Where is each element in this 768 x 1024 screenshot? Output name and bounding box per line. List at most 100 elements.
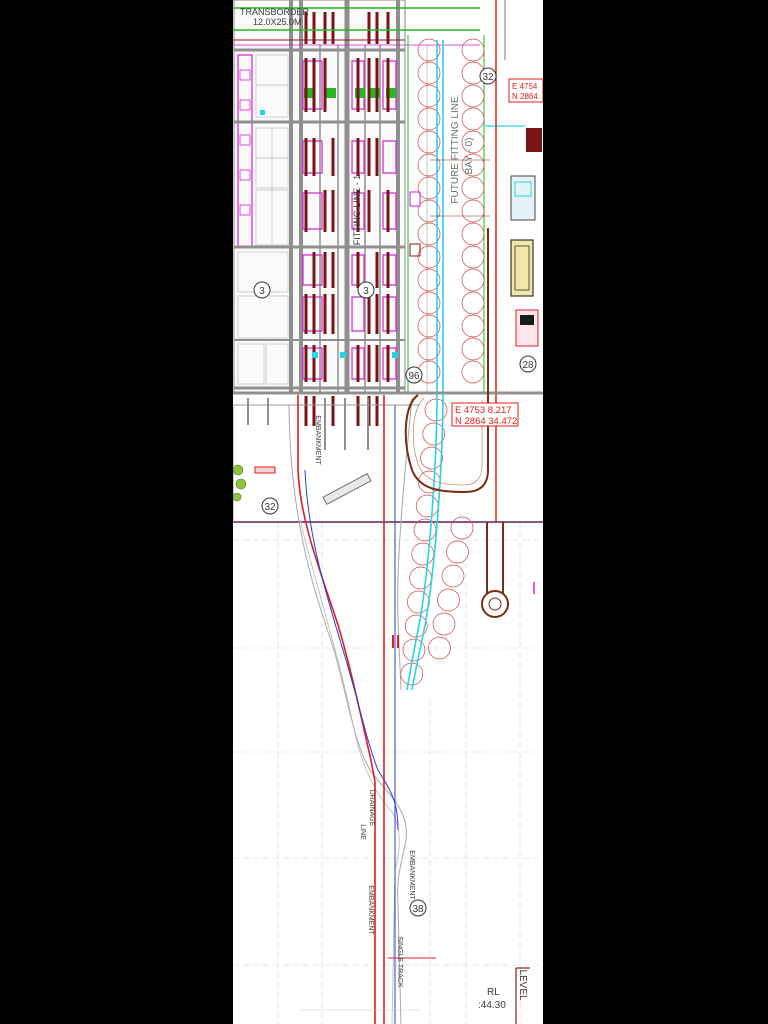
- callout-number: 3: [259, 286, 265, 297]
- embankment-edge-right: [397, 397, 413, 691]
- transborder-size-label: 12.0X25.0M: [253, 17, 302, 27]
- pit-mark: [375, 252, 379, 288]
- tree-canopy: [461, 176, 485, 200]
- callout[interactable]: 32: [261, 497, 279, 515]
- tree-canopy: [428, 636, 451, 660]
- structural-grid: [234, 0, 405, 393]
- embankment-label: EMBANKMENT: [367, 885, 374, 935]
- tree-canopy: [420, 446, 443, 470]
- panel-inner: [520, 315, 534, 325]
- bay-highlight: [304, 88, 314, 98]
- strip-cell: [239, 134, 251, 146]
- turning-circle: [481, 590, 509, 618]
- building-box-inner: [514, 181, 532, 197]
- pit-mark: [356, 138, 360, 176]
- callout-number: 32: [264, 502, 276, 513]
- substation-block: [526, 128, 542, 152]
- fitting-line-1-label: FITTING LINE - 1: [352, 175, 362, 246]
- pit-mark: [375, 396, 379, 426]
- bay-frame: [302, 192, 323, 230]
- shrub: [233, 464, 244, 476]
- pit-mark: [356, 396, 360, 426]
- service-road: [404, 228, 535, 1024]
- pit-mark: [367, 138, 371, 176]
- yard-area: [233, 391, 543, 523]
- pit-mark: [386, 12, 390, 44]
- fitting-line-cyan-outer: [406, 392, 438, 691]
- equipment-box: [409, 243, 421, 257]
- pit-mark: [375, 345, 379, 382]
- drawing-sheet[interactable]: TRANSBORDER 12.0X25.0M FITTING LINE - 1 …: [233, 0, 543, 1024]
- callout[interactable]: 3: [253, 281, 271, 299]
- tree-canopy: [461, 130, 485, 154]
- left-rooms: [237, 54, 289, 385]
- callout-circle: [519, 355, 537, 373]
- service-mark: [260, 110, 265, 115]
- pit-mark: [386, 190, 390, 232]
- service-marks: [260, 110, 398, 358]
- future-fitting-line-label: FUTURE FITTING LINE: [450, 96, 461, 204]
- drainage-line-label: LINE: [359, 824, 366, 840]
- main-track-red: [297, 395, 376, 1024]
- tree-canopy: [417, 107, 441, 131]
- pit-mark: [356, 58, 360, 112]
- strip-cell: [239, 69, 251, 81]
- tree-canopy: [417, 268, 441, 292]
- shrub: [233, 492, 242, 502]
- callout-number: 32: [482, 72, 494, 83]
- tree-canopy: [437, 588, 460, 612]
- pit-mark: [367, 190, 371, 232]
- turning-circle-island: [488, 597, 502, 611]
- pit-mark: [323, 252, 327, 288]
- pit-mark: [323, 12, 327, 44]
- callout[interactable]: 96: [405, 366, 423, 384]
- service-mark: [392, 352, 398, 358]
- bay-frame: [351, 296, 365, 332]
- pit-mark: [312, 12, 316, 44]
- left-strip-cells: [239, 69, 251, 216]
- bay-highlight: [370, 88, 380, 98]
- tree-canopy: [450, 516, 474, 540]
- parked-wagon: [322, 473, 372, 505]
- strip-cell: [239, 204, 251, 216]
- tree-canopy: [461, 84, 485, 108]
- shrub: [235, 478, 247, 490]
- pit-mark: [356, 252, 360, 288]
- callout[interactable]: 3: [357, 281, 375, 299]
- callout[interactable]: 32: [479, 67, 497, 85]
- callout[interactable]: 28: [519, 355, 537, 373]
- pit-mark: [312, 294, 316, 334]
- tree-canopy: [417, 291, 441, 315]
- tree-canopy: [461, 107, 485, 131]
- service-mark: [312, 352, 318, 358]
- tree-canopy: [415, 494, 439, 518]
- rl-label: RL: [487, 987, 500, 998]
- pit-mark: [331, 252, 335, 288]
- bay-label: BAY - 0): [464, 138, 475, 175]
- callout-circle: [409, 899, 427, 917]
- tree-canopy: [461, 360, 485, 384]
- shrubs: [233, 464, 247, 502]
- transborder-label: TRANSBORDER: [240, 7, 310, 17]
- bay-highlight: [355, 88, 365, 98]
- strip-cell: [239, 169, 251, 181]
- bay-highlight: [386, 88, 396, 98]
- pit-mark: [331, 294, 335, 334]
- alignment-labels: EMBANKMENT DRAINAGE LINE EMBANKMENT EMBA…: [314, 415, 415, 988]
- callout[interactable]: 38: [409, 899, 427, 917]
- bay-highlight: [326, 88, 336, 98]
- pit-mark: [386, 58, 390, 112]
- callout-number: 96: [408, 371, 420, 382]
- callout-number: 3: [363, 286, 369, 297]
- signal-box: [254, 466, 276, 474]
- pit-mark: [367, 12, 371, 44]
- pit-mark: [375, 138, 379, 176]
- drainage-label: DRAINAGE: [368, 790, 375, 827]
- callout-number: 28: [522, 360, 534, 371]
- tree-canopy: [417, 337, 441, 361]
- tree-canopy: [461, 153, 485, 177]
- tree-canopy: [409, 566, 432, 590]
- room: [237, 343, 265, 385]
- callout-circle: [479, 67, 497, 85]
- pit-mark: [304, 58, 308, 112]
